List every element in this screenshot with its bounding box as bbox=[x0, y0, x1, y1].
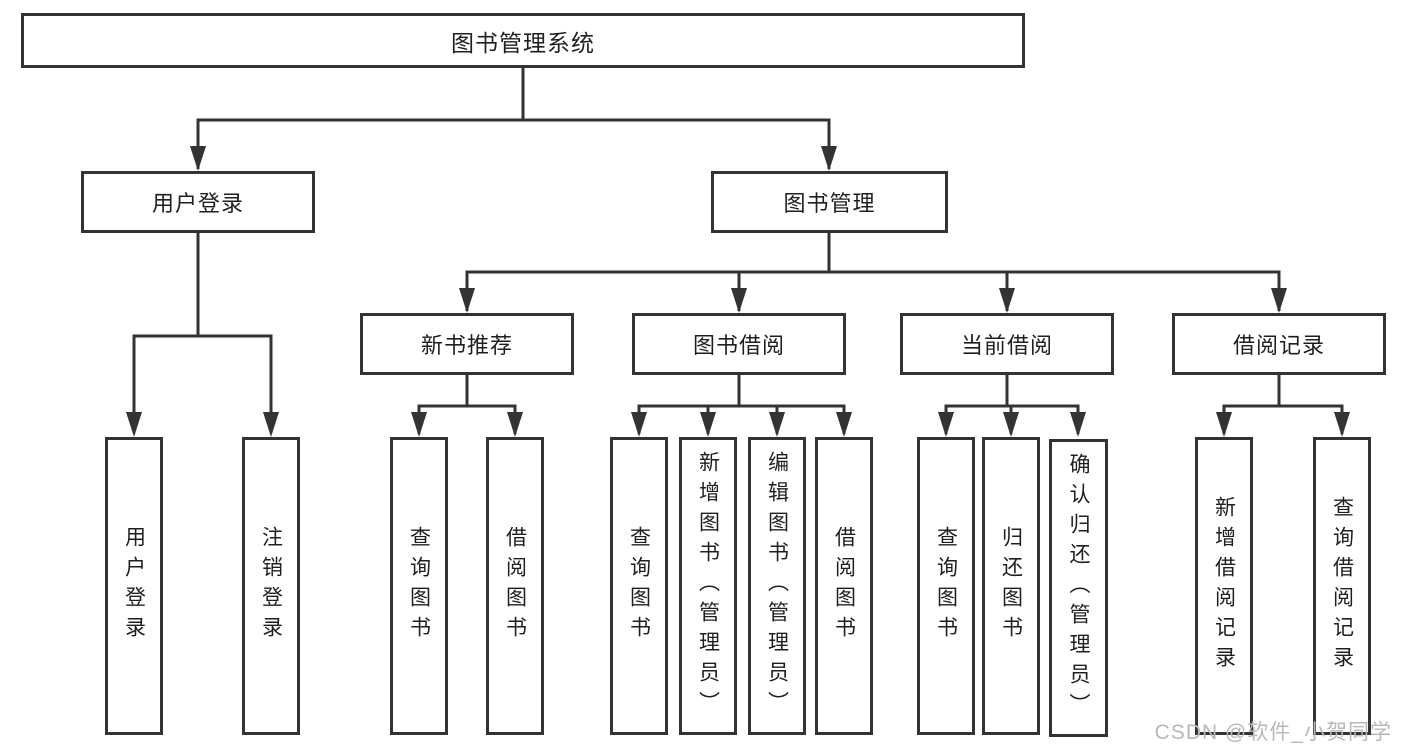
leaf-confirm-return-admin: 确认归还（管理员） bbox=[1049, 439, 1108, 737]
arrow-down-icon bbox=[836, 412, 852, 437]
arrow-down-icon bbox=[1216, 412, 1232, 437]
arrow-down-icon bbox=[411, 412, 427, 437]
leaf-borrow-books-recommend: 借阅图书 bbox=[486, 437, 544, 735]
node-book-management: 图书管理 bbox=[711, 171, 948, 233]
arrow-down-icon bbox=[263, 412, 279, 437]
leaf-add-borrow-record: 新增借阅记录 bbox=[1195, 437, 1253, 735]
node-label: 图书管理系统 bbox=[451, 29, 595, 56]
leaf-return-books: 归还图书 bbox=[982, 437, 1040, 735]
node-label: 新书推荐 bbox=[420, 333, 513, 358]
node-label: 归还图书 bbox=[999, 526, 1023, 646]
node-user-login: 用户登录 bbox=[81, 171, 315, 233]
node-label: 查询借阅记录 bbox=[1330, 496, 1354, 676]
arrow-down-icon bbox=[999, 288, 1015, 313]
arrow-down-icon bbox=[1271, 288, 1287, 313]
connector-line bbox=[637, 375, 846, 434]
arrow-down-icon bbox=[821, 146, 837, 171]
node-book-management-system: 图书管理系统 bbox=[21, 13, 1025, 68]
leaf-add-books-admin: 新增图书（管理员） bbox=[679, 437, 737, 735]
node-label: 当前借阅 bbox=[960, 333, 1053, 358]
arrow-down-icon bbox=[507, 412, 523, 437]
node-current-borrowing: 当前借阅 bbox=[900, 313, 1114, 375]
node-new-book-recommendation: 新书推荐 bbox=[360, 313, 574, 375]
node-label: 用户登录 bbox=[151, 191, 244, 216]
node-label: 借阅图书 bbox=[503, 526, 527, 646]
connector-line bbox=[196, 68, 831, 169]
leaf-logout: 注销登录 bbox=[242, 437, 300, 735]
node-label: 查询图书 bbox=[934, 526, 958, 646]
leaf-query-borrow-record: 查询借阅记录 bbox=[1313, 437, 1371, 735]
arrow-down-icon bbox=[731, 288, 747, 313]
node-label: 用户登录 bbox=[122, 526, 146, 646]
arrow-down-icon bbox=[631, 412, 647, 437]
arrow-down-icon bbox=[1070, 412, 1086, 437]
node-label: 查询图书 bbox=[627, 526, 651, 646]
arrow-down-icon bbox=[769, 412, 785, 437]
node-label: 查询图书 bbox=[407, 526, 431, 646]
node-book-borrowing: 图书借阅 bbox=[632, 313, 846, 375]
arrow-down-icon bbox=[190, 146, 206, 171]
leaf-edit-books-admin: 编辑图书（管理员） bbox=[748, 437, 806, 735]
node-label: 确认归还（管理员） bbox=[1067, 453, 1090, 723]
leaf-user-login: 用户登录 bbox=[105, 437, 163, 735]
node-label: 编辑图书（管理员） bbox=[765, 451, 789, 721]
node-label: 注销登录 bbox=[259, 526, 283, 646]
arrow-down-icon bbox=[700, 412, 716, 437]
arrow-down-icon bbox=[1334, 412, 1350, 437]
arrow-down-icon bbox=[1003, 412, 1019, 437]
node-label: 图书管理 bbox=[783, 191, 876, 216]
connector-line bbox=[132, 233, 273, 433]
node-label: 借阅图书 bbox=[832, 526, 856, 646]
arrow-down-icon bbox=[938, 412, 954, 437]
leaf-query-books-recommend: 查询图书 bbox=[390, 437, 448, 735]
leaf-query-books-borrowing: 查询图书 bbox=[610, 437, 668, 735]
connector-line bbox=[465, 233, 1281, 311]
node-label: 新增图书（管理员） bbox=[696, 451, 720, 721]
leaf-query-books-current: 查询图书 bbox=[917, 437, 975, 735]
node-borrowing-records: 借阅记录 bbox=[1172, 313, 1386, 375]
node-label: 新增借阅记录 bbox=[1212, 496, 1236, 676]
arrow-down-icon bbox=[126, 412, 142, 437]
leaf-borrow-books-borrowing: 借阅图书 bbox=[815, 437, 873, 735]
connector-line bbox=[417, 375, 517, 434]
node-label: 图书借阅 bbox=[692, 333, 785, 358]
arrow-down-icon bbox=[459, 288, 475, 313]
connector-line bbox=[1222, 375, 1344, 434]
node-label: 借阅记录 bbox=[1232, 333, 1325, 358]
